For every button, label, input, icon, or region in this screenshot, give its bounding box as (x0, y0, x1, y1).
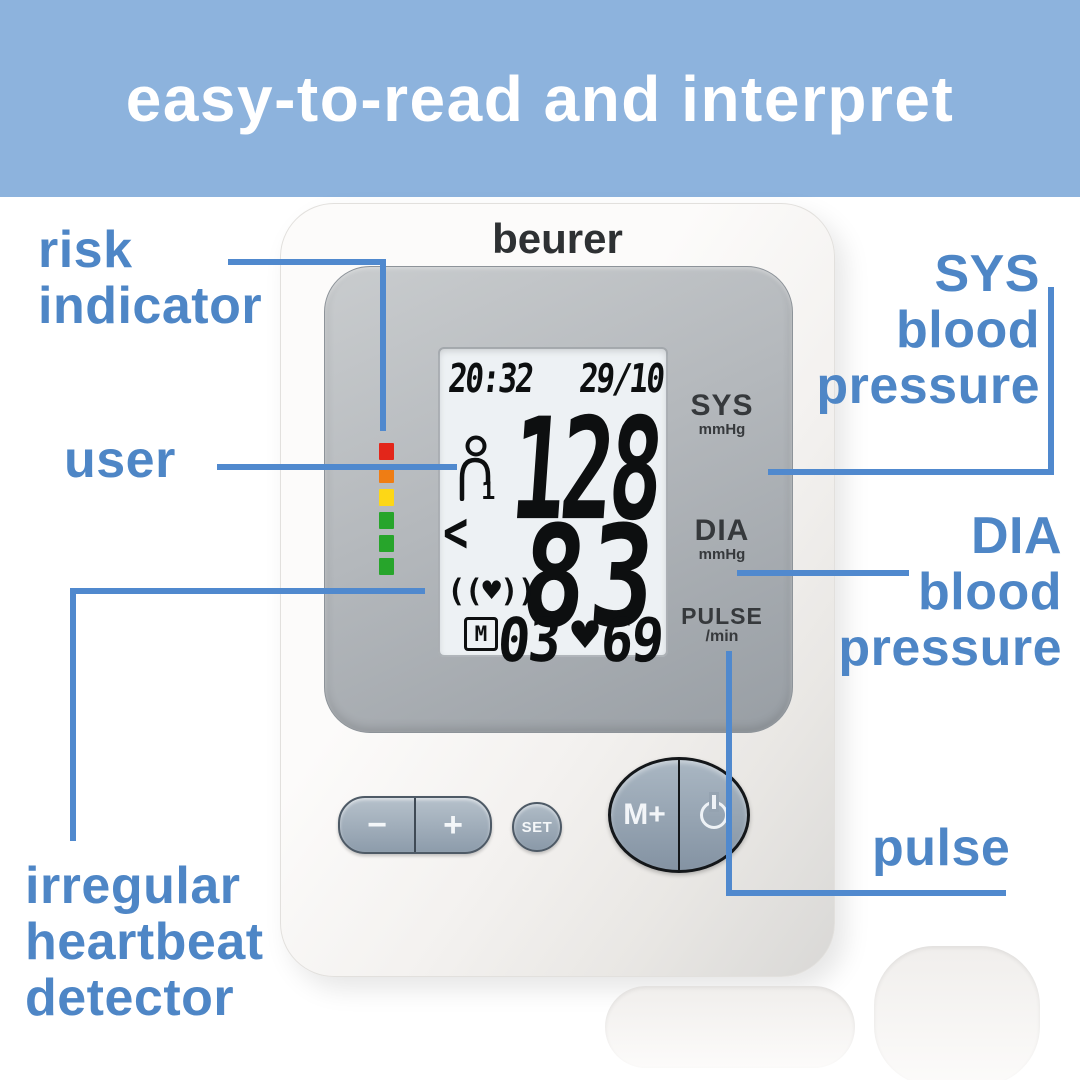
connector-pulse-v (726, 651, 732, 896)
dia-unit: mmHg (698, 546, 746, 563)
irregular-heartbeat-icon: ((♥)) (447, 573, 536, 609)
plus-button[interactable]: + (443, 805, 463, 844)
lcd-user-number: 1 (481, 477, 495, 501)
heart-icon: ♥ (568, 613, 603, 657)
page-title: easy-to-read and interpret (125, 62, 955, 135)
risk-bar-orange (379, 466, 394, 483)
memory-box-icon: M (464, 617, 498, 651)
brand-logo: beurer (492, 215, 623, 262)
connector-pulse-h (726, 890, 1006, 896)
pulse-title: PULSE (681, 603, 763, 629)
button-divider (414, 798, 416, 852)
lcd-display: 20:32 29/10 128 83 1 < ((♥)) M 03 ♥ 69 (438, 347, 668, 676)
minus-plus-button[interactable]: − + (338, 796, 492, 854)
risk-bar-yellow (379, 489, 394, 506)
callout-line: detector (25, 969, 235, 1027)
panel-label-sys: SYS mmHg (676, 391, 768, 438)
callout-line: risk (38, 221, 133, 279)
callout-line: irregular (25, 857, 241, 915)
callout-line: DIA (970, 507, 1062, 565)
risk-indicator-bars (379, 443, 394, 581)
connector-user (217, 464, 457, 470)
dia-title: DIA (694, 514, 750, 547)
user-icon: 1 (459, 435, 495, 501)
callout-user: user (64, 431, 176, 489)
risk-bar-green (379, 535, 394, 552)
callout-line: blood (917, 563, 1062, 621)
connector-sys-v (1048, 287, 1054, 475)
risk-bar-red (379, 443, 394, 460)
callout-line: indicator (38, 277, 263, 335)
panel-label-dia: DIA mmHg (676, 516, 768, 563)
button-divider (678, 760, 680, 870)
callout-line: pressure (838, 619, 1062, 677)
sys-title: SYS (690, 389, 754, 422)
connector-risk-indicator-h (228, 259, 386, 265)
risk-bar-green (379, 558, 394, 575)
callout-sys: SYS blood pressure (816, 246, 1040, 414)
header-banner: easy-to-read and interpret (0, 0, 1080, 197)
lcd-memory-count: 03 (494, 605, 563, 676)
callout-irregular-heartbeat: irregular heartbeat detector (25, 858, 264, 1026)
connector-irregular-heartbeat-h (70, 588, 425, 594)
button-tray (605, 986, 855, 1068)
lcd-pulse-value: 69 (597, 605, 665, 676)
callout-line: heartbeat (25, 913, 264, 971)
callout-pulse: pulse (872, 819, 1011, 877)
risk-bar-green (379, 512, 394, 529)
connector-dia (737, 570, 909, 576)
callout-risk-indicator: risk indicator (38, 222, 262, 334)
connector-sys-h (768, 469, 1054, 475)
memory-button[interactable]: M+ (623, 798, 666, 831)
sys-unit: mmHg (698, 421, 746, 438)
power-icon (699, 801, 728, 829)
memory-arrow-icon: < (443, 499, 469, 566)
pulse-unit: /min (705, 628, 739, 645)
panel-label-pulse: PULSE /min (676, 604, 768, 645)
callout-line: pressure (816, 357, 1040, 415)
callout-line: SYS (934, 245, 1040, 303)
connector-irregular-heartbeat-v (70, 588, 76, 841)
minus-button[interactable]: − (367, 805, 387, 844)
callout-line: blood (895, 301, 1040, 359)
connector-risk-indicator-v (380, 259, 386, 431)
callout-dia: DIA blood pressure (838, 508, 1062, 676)
set-button[interactable]: SET (512, 802, 562, 852)
memory-power-tray (874, 946, 1040, 1080)
